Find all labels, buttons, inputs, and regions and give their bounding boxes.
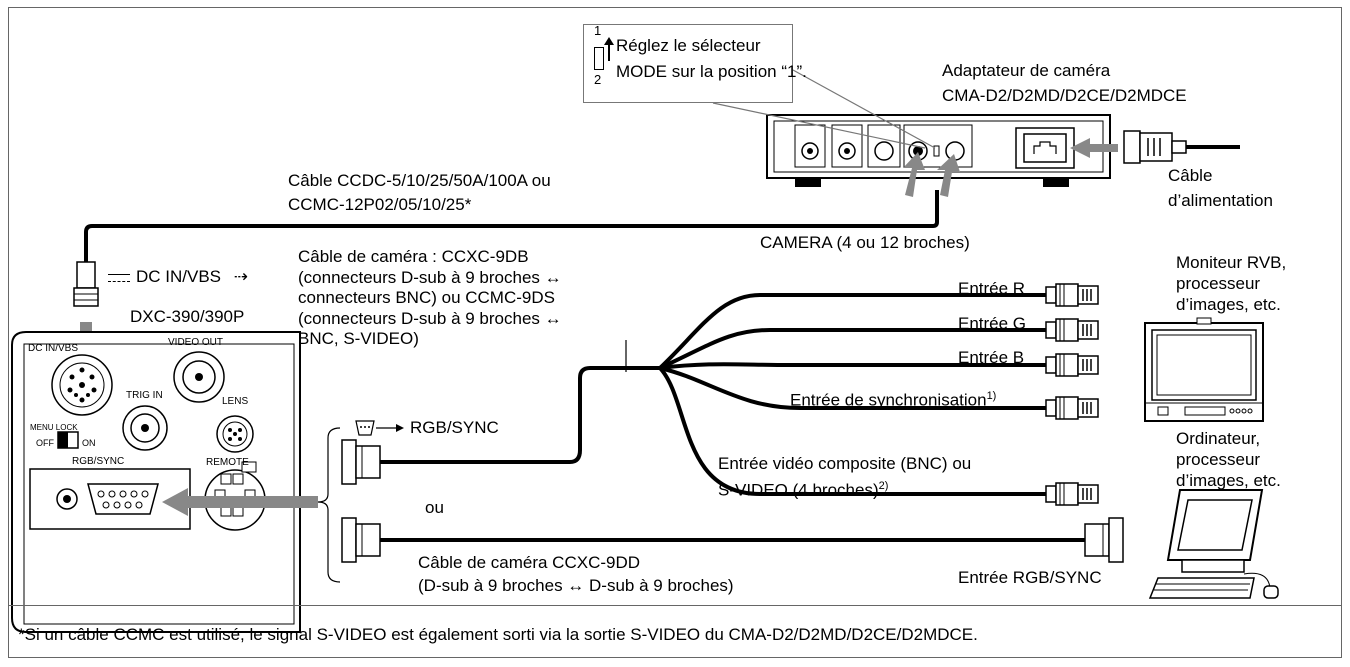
footnote: *Si un câble CCMC est utilisé, le signal… [18, 625, 978, 644]
input-composite-label: Entrée vidéo composite (BNC) ou S-VIDEO … [718, 454, 972, 500]
panel-dc-in-label: DC IN/VBS [28, 343, 79, 354]
dc-in-connector [73, 261, 99, 307]
panel-remote-label: REMOTE [206, 457, 249, 468]
dc-in-label: DC IN/VBS ⇢ [108, 266, 248, 287]
switch-position-2: 2 [594, 72, 602, 87]
camera-connector-label: CAMERA (4 ou 12 broches) [760, 233, 970, 252]
panel-menu-lock-label: MENU LOCK [30, 423, 78, 432]
computer [1148, 489, 1279, 599]
switch-position-1: 1 [594, 23, 602, 38]
bnc-connector-b [1045, 353, 1099, 377]
mode-switch-callout: 1 2 Réglez le sélecteur MODE sur la posi… [583, 23, 807, 103]
input-rgb-sync-label: Entrée RGB/SYNC [958, 568, 1102, 587]
dsub-connector-lower [341, 517, 381, 563]
input-b-label: Entrée B [958, 348, 1025, 367]
power-plug [1070, 130, 1240, 164]
camera-adapter [766, 114, 1111, 187]
callout-pointer-edge [792, 69, 936, 149]
bnc-connector-g [1045, 318, 1099, 342]
panel-off-label: OFF [36, 438, 54, 448]
dsub-connector-upper [341, 439, 381, 485]
dc-symbol-icon [108, 273, 130, 282]
camera-body [11, 331, 301, 633]
input-g-label: Entrée G [958, 314, 1027, 333]
panel-rgb-sync-label: RGB/SYNC [72, 456, 125, 467]
bnc-connector-composite [1045, 482, 1099, 506]
breakout-branches [658, 293, 1046, 496]
camera-model-label: DXC-390/390P [130, 307, 245, 326]
bnc-connector-r [1045, 283, 1099, 307]
panel-trig-in-label: TRIG IN [126, 390, 163, 401]
rgb-sync-arrow [162, 488, 318, 516]
ccxc9dd-cable-label: Câble de caméra CCXC-9DD(D-sub à 9 broch… [418, 553, 734, 595]
input-sync-label: Entrée de synchronisation1) [790, 390, 997, 410]
input-arrow-icon: ⇢ [233, 267, 249, 286]
ccxc9db-cable [380, 366, 660, 464]
diagram-frame [8, 7, 1342, 658]
footnote-divider [8, 605, 1342, 606]
camera-cable-label: Câble de caméra : CCXC-9DB (connecteurs … [298, 247, 562, 348]
callout-line2: MODE sur la position “1”. [616, 62, 807, 81]
panel-lens-label: LENS [222, 396, 249, 407]
dsub-connector-right [1084, 517, 1124, 563]
rgb-sync-port-icon [355, 420, 404, 436]
ccdc-cable [84, 190, 939, 262]
panel-video-out-label: VIDEO OUT [168, 337, 224, 348]
adapter-arrows [903, 152, 960, 197]
input-r-label: Entrée R [958, 279, 1026, 298]
bnc-connector-sync [1045, 396, 1099, 420]
callout-line1: Réglez le sélecteur [616, 36, 761, 55]
callout-pointer [712, 102, 926, 149]
ou-label: ou [425, 498, 444, 517]
rgb-monitor [1144, 317, 1264, 422]
panel-on-label: ON [82, 438, 96, 448]
bracket [317, 427, 341, 583]
rgb-sync-label: RGB/SYNC [410, 418, 499, 437]
